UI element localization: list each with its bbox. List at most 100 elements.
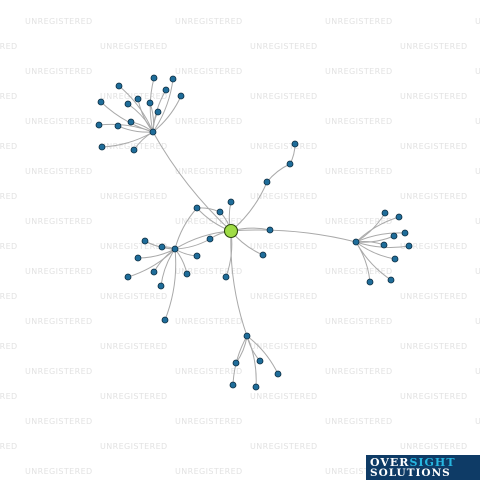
watermark-text: UNREGISTERED	[325, 317, 393, 326]
watermark-text: UNREGISTERED	[25, 367, 93, 376]
entity-node[interactable]	[274, 370, 282, 378]
entity-node[interactable]	[401, 229, 409, 237]
graph-edge	[127, 248, 176, 278]
watermark-text: UNREGISTERED	[25, 267, 93, 276]
watermark-text: UNREGISTERED	[175, 417, 243, 426]
entity-node[interactable]	[161, 316, 169, 324]
entity-node[interactable]	[291, 140, 299, 148]
entity-node[interactable]	[216, 208, 224, 216]
watermark-text: UNREGISTERED	[400, 442, 468, 451]
logo-word-sight: SIGHT	[409, 456, 456, 469]
entity-node[interactable]	[366, 278, 374, 286]
entity-node[interactable]	[114, 122, 122, 130]
entity-node[interactable]	[171, 245, 179, 253]
entity-node[interactable]	[405, 242, 413, 250]
watermark-text: UNREGISTERED	[25, 117, 93, 126]
entity-node[interactable]	[149, 128, 157, 136]
watermark-text: UNREGISTERED	[325, 217, 393, 226]
entity-node[interactable]	[162, 86, 170, 94]
watermark-text: UNREGISTERED	[250, 392, 318, 401]
entity-node[interactable]	[232, 359, 240, 367]
entity-node[interactable]	[177, 92, 185, 100]
entity-node[interactable]	[97, 98, 105, 106]
entity-node[interactable]	[256, 357, 264, 365]
entity-node[interactable]	[169, 75, 177, 83]
entity-node[interactable]	[352, 238, 360, 246]
watermark-text: UNREGISTERED	[175, 267, 243, 276]
entity-node[interactable]	[150, 74, 158, 82]
entity-node[interactable]	[206, 235, 214, 243]
entity-node[interactable]	[127, 118, 135, 126]
entity-node[interactable]	[134, 254, 142, 262]
watermark-text: UNREGISTERED	[400, 42, 468, 51]
graph-edge	[164, 248, 177, 321]
watermark-text: UNREGISTERED	[100, 92, 168, 101]
entity-node[interactable]	[266, 226, 274, 234]
entity-node[interactable]	[150, 268, 158, 276]
watermark-text: UNREGISTERED	[100, 392, 168, 401]
watermark-text: UNREGISTERED	[0, 442, 18, 451]
entity-node[interactable]	[124, 273, 132, 281]
entity-node[interactable]	[380, 241, 388, 249]
entity-node[interactable]	[222, 273, 230, 281]
entity-node[interactable]	[95, 121, 103, 129]
entity-node[interactable]	[381, 209, 389, 217]
watermark-text: UNREGISTERED	[400, 192, 468, 201]
entity-node[interactable]	[390, 232, 398, 240]
entity-node[interactable]	[391, 255, 399, 263]
entity-node[interactable]	[395, 213, 403, 221]
watermark-text: UNREGISTERED	[250, 342, 318, 351]
entity-node[interactable]	[183, 270, 191, 278]
center-entity-node[interactable]	[223, 223, 239, 239]
entity-node[interactable]	[227, 198, 235, 206]
entity-node[interactable]	[130, 146, 138, 154]
nodes-layer	[95, 74, 413, 391]
entity-node[interactable]	[158, 243, 166, 251]
entity-node[interactable]	[263, 178, 271, 186]
entity-node[interactable]	[286, 160, 294, 168]
watermark-text: UNREGISTERED	[475, 67, 480, 76]
entity-node[interactable]	[229, 381, 237, 389]
watermark-text: UNREGISTERED	[250, 292, 318, 301]
watermark-text: UNREGISTERED	[0, 392, 18, 401]
watermark-text: UNREGISTERED	[25, 67, 93, 76]
entity-node[interactable]	[259, 251, 267, 259]
entity-node[interactable]	[124, 100, 132, 108]
watermark-text: UNREGISTERED	[25, 17, 93, 26]
watermark-text: UNREGISTERED	[325, 367, 393, 376]
watermark-text: UNREGISTERED	[325, 467, 393, 476]
watermark-text: UNREGISTERED	[250, 92, 318, 101]
watermark-text: UNREGISTERED	[0, 342, 18, 351]
watermark-text: UNREGISTERED	[325, 117, 393, 126]
graph-edge	[152, 78, 174, 133]
graph-edge	[355, 241, 396, 260]
entity-node[interactable]	[193, 204, 201, 212]
watermark-text: UNREGISTERED	[250, 42, 318, 51]
entity-node[interactable]	[387, 276, 395, 284]
graph-edge	[98, 123, 154, 133]
watermark-text: UNREGISTERED	[400, 292, 468, 301]
entity-node[interactable]	[154, 108, 162, 116]
watermark-text: UNREGISTERED	[325, 17, 393, 26]
entity-node[interactable]	[193, 252, 201, 260]
entity-node[interactable]	[146, 99, 154, 107]
entity-node[interactable]	[252, 383, 260, 391]
entity-node[interactable]	[243, 332, 251, 340]
watermark-text: UNREGISTERED	[325, 417, 393, 426]
watermark-text: UNREGISTERED	[175, 217, 243, 226]
entity-node[interactable]	[141, 237, 149, 245]
watermark-text: UNREGISTERED	[475, 367, 480, 376]
entity-node[interactable]	[98, 143, 106, 151]
watermark-text: UNREGISTERED	[250, 242, 318, 251]
watermark-text: UNREGISTERED	[25, 317, 93, 326]
watermark-text: UNREGISTERED	[475, 17, 480, 26]
watermark-text: UNREGISTERED	[100, 192, 168, 201]
entity-node[interactable]	[134, 95, 142, 103]
graph-edge	[174, 248, 198, 257]
entity-node[interactable]	[157, 282, 165, 290]
entity-node[interactable]	[115, 82, 123, 90]
watermark-text: UNREGISTERED	[100, 42, 168, 51]
watermark-text: UNREGISTERED	[250, 192, 318, 201]
graph-edge	[355, 241, 371, 283]
watermark-text: UNREGISTERED	[175, 167, 243, 176]
